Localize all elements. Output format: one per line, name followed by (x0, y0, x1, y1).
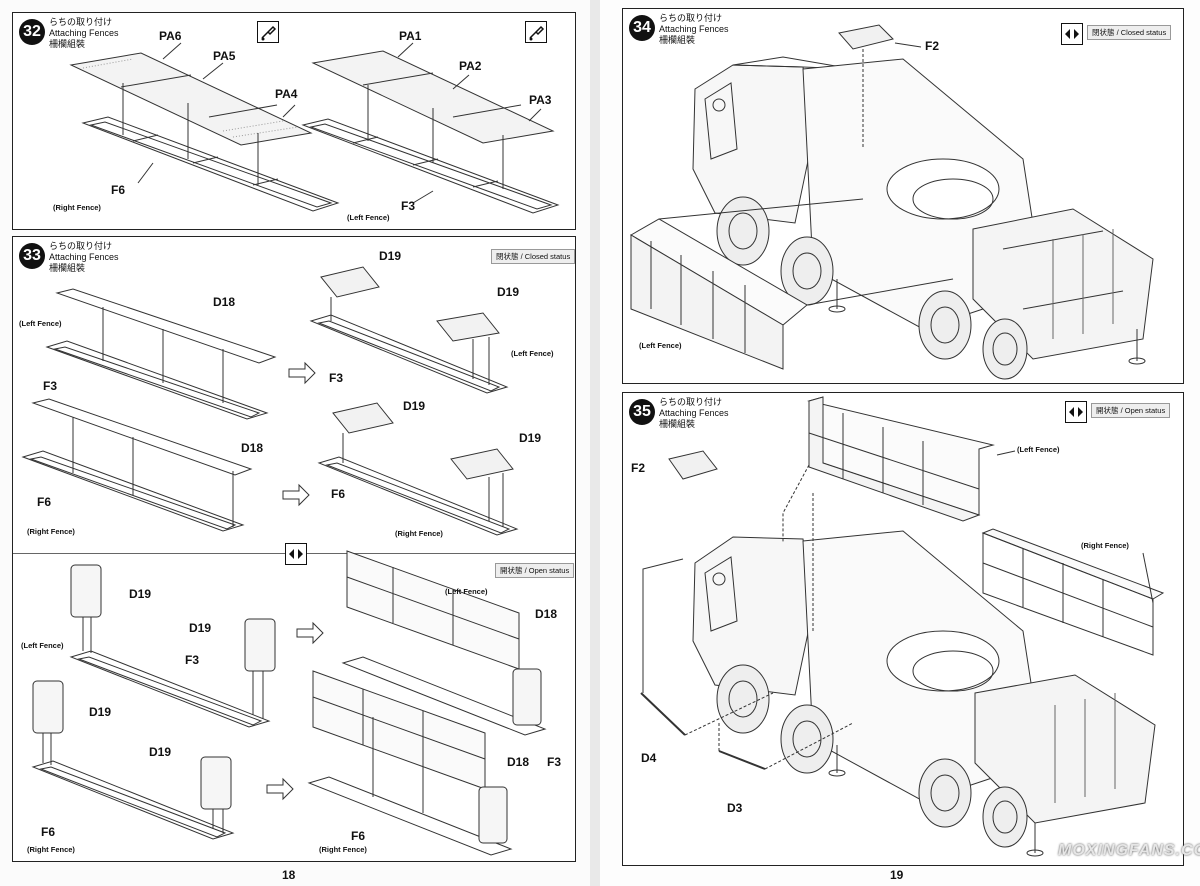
part-label: PA1 (399, 29, 422, 43)
part-label: F6 (41, 825, 56, 839)
right-fence-note: (Right Fence) (1081, 541, 1129, 550)
part-label: D19 (129, 587, 152, 601)
part-label: F6 (37, 495, 52, 509)
part-label: F6 (331, 487, 346, 501)
part-label: D19 (89, 705, 112, 719)
open-status-badge: 開状態 / Open status (495, 563, 575, 578)
glue-icon (525, 21, 547, 43)
left-fence-note: (Left Fence) (1017, 445, 1060, 454)
step-35-panel: 35 らちの取り付け Attaching Fences 柵欄組裝 開状態 / O… (622, 392, 1184, 866)
page-gutter (590, 0, 600, 886)
fence-mesh-diagram (69, 42, 560, 214)
part-label: D3 (727, 801, 743, 815)
left-fence-note: (Left Fence) (511, 349, 554, 358)
closed-status-badge: 閉状態 / Closed status (1087, 25, 1172, 40)
left-fence-note: (Left Fence) (21, 641, 64, 650)
step-title: らちの取り付け Attaching Fences 柵欄組裝 (49, 241, 119, 273)
right-fence-note: (Right Fence) (27, 527, 75, 536)
part-label: D19 (189, 621, 212, 635)
part-label: D18 (241, 441, 264, 455)
open-status-badge: 開状態 / Open status (1091, 403, 1171, 418)
left-fence-note: (Left Fence) (19, 319, 62, 328)
part-label: F3 (43, 379, 58, 393)
step-number: 35 (629, 399, 655, 425)
part-label: D19 (403, 399, 426, 413)
part-label: D19 (519, 431, 542, 445)
left-fence-note: (Left Fence) (347, 213, 390, 222)
step-title: らちの取り付け Attaching Fences 柵欄組裝 (659, 13, 729, 45)
part-label: F6 (351, 829, 366, 843)
step-title: らちの取り付け Attaching Fences 柵欄組裝 (659, 397, 729, 429)
part-label: F2 (631, 461, 646, 475)
part-label: D4 (641, 751, 657, 765)
part-label: PA6 (159, 29, 182, 43)
right-fence-note: (Right Fence) (27, 845, 75, 854)
part-label: PA2 (459, 59, 482, 73)
step-32-panel: 32 らちの取り付け Attaching Fences 柵欄組裝 (12, 12, 576, 230)
part-label: D19 (379, 249, 402, 263)
right-fence-note: (Right Fence) (53, 203, 101, 212)
part-label: PA3 (529, 93, 552, 107)
step-title: らちの取り付け Attaching Fences 柵欄組裝 (49, 17, 119, 49)
part-label: PA5 (213, 49, 236, 63)
right-fence-note: (Right Fence) (395, 529, 443, 538)
part-label: PA4 (275, 87, 298, 101)
part-label: F6 (111, 183, 126, 197)
part-label: F3 (547, 755, 562, 769)
open-close-icon (285, 543, 307, 565)
left-fence-note: (Left Fence) (445, 587, 488, 596)
open-close-icon (1065, 401, 1087, 423)
site-watermark: MOXINGFANS.COM (1058, 842, 1200, 859)
part-label: D18 (213, 295, 236, 309)
step-34-panel: 34 らちの取り付け Attaching Fences 柵欄組裝 閉状態 / C… (622, 8, 1184, 384)
right-fence-note: (Right Fence) (319, 845, 367, 854)
part-label: F2 (925, 39, 940, 53)
fence-assembly-diagram (21, 266, 547, 856)
step-number: 32 (19, 19, 45, 45)
truck-open-diagram (640, 396, 1165, 857)
part-label: D18 (535, 607, 558, 621)
part-label: D19 (497, 285, 520, 299)
page-number: 19 (890, 868, 904, 882)
instruction-page-right: 34 らちの取り付け Attaching Fences 柵欄組裝 閉状態 / C… (600, 0, 1200, 886)
part-label: F3 (185, 653, 200, 667)
open-close-icon (1061, 23, 1083, 45)
truck-closed-diagram (630, 24, 1154, 380)
part-label: D18 (507, 755, 530, 769)
part-label: F3 (329, 371, 344, 385)
page-number: 18 (282, 868, 296, 882)
instruction-page-left: 32 らちの取り付け Attaching Fences 柵欄組裝 (0, 0, 590, 886)
glue-icon (257, 21, 279, 43)
step-number: 33 (19, 243, 45, 269)
step-number: 34 (629, 15, 655, 41)
part-label: F3 (401, 199, 416, 213)
step-33-panel: 33 らちの取り付け Attaching Fences 柵欄組裝 閉状態 / C… (12, 236, 576, 862)
closed-status-badge: 閉状態 / Closed status (491, 249, 575, 264)
left-fence-note: (Left Fence) (639, 341, 682, 350)
part-label: D19 (149, 745, 172, 759)
